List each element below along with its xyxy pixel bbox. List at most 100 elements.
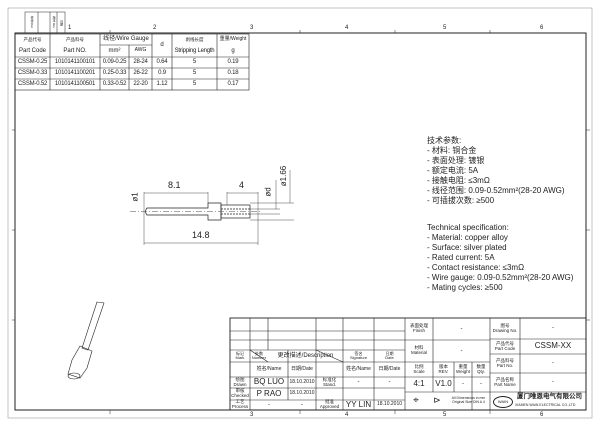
header-awg: AWG xyxy=(134,47,147,54)
table-cell: 28-24 xyxy=(133,59,148,66)
zone-2: 2 xyxy=(153,25,157,31)
tb-drawn-name: BQ LUO xyxy=(253,377,285,387)
company-name-en: XIAMEN WAIN ELECTRICAL CO.,LTD xyxy=(515,402,576,407)
zone-1: 1 xyxy=(68,25,72,31)
header-weight: 重量/Weight xyxy=(219,35,247,42)
spec-en: Technical specification: - Material: cop… xyxy=(427,223,573,293)
tb-part-code-value: CSSM-XX xyxy=(534,341,572,351)
tb-finish-value: - xyxy=(460,325,463,332)
tb-part-name-value: - xyxy=(552,379,554,386)
company-name-cn: 厦门唯恩电气有限公司 xyxy=(517,393,582,400)
spec-cn: 技术参数: - 材料: 铜合金 - 表面处理: 镀银 - 额定电流: 5A - … xyxy=(427,136,565,206)
table-cell: 1010141100501 xyxy=(54,81,96,88)
spec-en-line: - Contact resistance: ≤3mΩ xyxy=(427,263,525,272)
tb-description: 更改描述/Description xyxy=(277,352,334,359)
header-mm2: mm² xyxy=(108,47,121,54)
spec-cn-title: 技术参数: xyxy=(427,136,462,145)
table-cell: 5 xyxy=(192,70,197,77)
table-cell: 26-22 xyxy=(133,70,148,77)
tb-part-no-label: 产品料号 Part No. xyxy=(496,357,514,368)
dim-diameter-1: ø1 xyxy=(130,192,140,202)
dim-length-8-1: 8.1 xyxy=(168,180,181,190)
spec-en-line: - Mating cycles: ≥500 xyxy=(427,283,503,292)
header-part-code: Part Code xyxy=(18,47,46,54)
spec-cn-line: - 线径范围: 0.09-0.52mm²(28-20 AWG) xyxy=(427,186,565,195)
tb-signature: 签名 Signature xyxy=(349,350,368,360)
header-part-no: Part NO. xyxy=(63,47,87,54)
spec-en-line: - Material: copper alloy xyxy=(427,233,508,242)
zone-3: 3 xyxy=(250,25,254,31)
spec-cn-line: - 额定电流: 5A xyxy=(427,166,479,175)
spec-en-title: Technical specification: xyxy=(427,223,509,232)
header-d: d xyxy=(160,42,164,49)
table-cell: 22-20 xyxy=(133,81,148,88)
spec-cn-line: - 接触电阻: ≤3mΩ xyxy=(427,176,490,185)
dim-length-4: 4 xyxy=(239,180,245,190)
spec-cn-line: - 可插拔次数: ≥500 xyxy=(427,196,495,205)
header-part-code-cn: 产品代号 xyxy=(23,36,42,42)
zone-4: 4 xyxy=(345,25,349,31)
tb-drawn-label: 绘图 Drawn xyxy=(233,376,247,387)
dim-length-14-8: 14.8 xyxy=(192,230,210,240)
table-cell: CSSM-0.33 xyxy=(17,70,48,77)
rev-strip-doc: 修改/Doc xyxy=(30,16,35,29)
tb-checked-date: 18.10.2010 xyxy=(289,390,315,397)
table-cell: 0.17 xyxy=(227,81,239,88)
tb-date3: 日期/Date xyxy=(378,365,401,372)
tb-approved-name: YY LIN xyxy=(345,399,372,409)
dim-diameter-d: ød xyxy=(263,187,273,197)
tb-approved-date: 18.10.2010 xyxy=(376,401,403,408)
tb-finish-label: 表面处理 Finish xyxy=(410,323,428,333)
tb-process-label: 工艺 Process xyxy=(231,399,249,409)
tb-rev-value: V1.0 xyxy=(435,379,452,389)
tb-approved-label: 批准 Approved xyxy=(319,399,340,409)
zone-3-bottom: 3 xyxy=(250,412,254,418)
tb-weight-value: - xyxy=(462,381,464,388)
tb-stand-name: - xyxy=(357,379,360,386)
tb-material-value: - xyxy=(460,347,463,354)
tb-qty-label: 数量 Qty. xyxy=(476,363,486,374)
tb-drawing-no-value: - xyxy=(552,325,554,332)
tb-date: 日期 Date xyxy=(385,350,394,360)
table-cell: 0.18 xyxy=(227,70,239,77)
tb-checked-label: 审核 Checked xyxy=(231,388,249,398)
tb-dims-note: All Dimensions in mm Original Size DIN A… xyxy=(451,396,486,404)
tb-drawn-date: 18.10.2010 xyxy=(289,378,315,385)
table-cell: CSSM-0.25 xyxy=(17,59,48,66)
tb-name2: 姓名/Name xyxy=(346,365,371,372)
table-cell: 1010141100201 xyxy=(54,70,96,77)
tb-part-code-label: 产品代号 Part Code xyxy=(494,340,516,351)
zone-4-bottom: 4 xyxy=(345,412,349,418)
tb-drawing-no-label: 图号 Drawing No. xyxy=(492,322,518,333)
table-cell: 5 xyxy=(192,81,197,88)
tb-scale-value: 4:1 xyxy=(413,379,425,389)
spec-en-line: - Rated current: 5A xyxy=(427,253,495,262)
projection-symbol-icon: ⌖ xyxy=(413,394,419,406)
cone-symbol-icon: ⊳ xyxy=(433,395,441,406)
table-cell: 0.33-0.52 xyxy=(102,81,127,88)
spec-cn-line: - 表面处理: 镀银 xyxy=(427,156,485,165)
tb-date2: 日期/Date xyxy=(291,365,313,372)
tb-stand-date: - xyxy=(388,379,391,386)
table-cell: 0.19 xyxy=(227,59,239,66)
tb-weight-label: 重量 Weight xyxy=(456,363,470,374)
dim-diameter-1-66: ø1.66 xyxy=(279,165,289,187)
header-strip-cn: 剥线长度 xyxy=(185,36,204,42)
table-cell: 0.9 xyxy=(158,70,166,77)
zone-5-bottom: 5 xyxy=(443,412,447,418)
tb-part-name-label: 产品名称 Part Name xyxy=(494,376,516,387)
table-cell: 1.12 xyxy=(156,81,168,88)
header-strip: Stripping Length xyxy=(174,47,215,54)
tb-part-no-value: - xyxy=(552,360,554,367)
tb-mark: 标记 Mark xyxy=(235,350,245,360)
spec-en-line: - Surface: silver plated xyxy=(427,243,507,252)
tb-checked-name: P RAO xyxy=(256,388,282,398)
table-cell: 5 xyxy=(192,59,197,66)
table-cell: 1010141100101 xyxy=(54,59,96,66)
tb-qty-value: - xyxy=(480,381,482,388)
tb-number: 处数 Number xyxy=(251,350,267,360)
tb-name: 姓名/Name xyxy=(256,365,282,372)
zone-6-bottom: 6 xyxy=(540,412,544,418)
